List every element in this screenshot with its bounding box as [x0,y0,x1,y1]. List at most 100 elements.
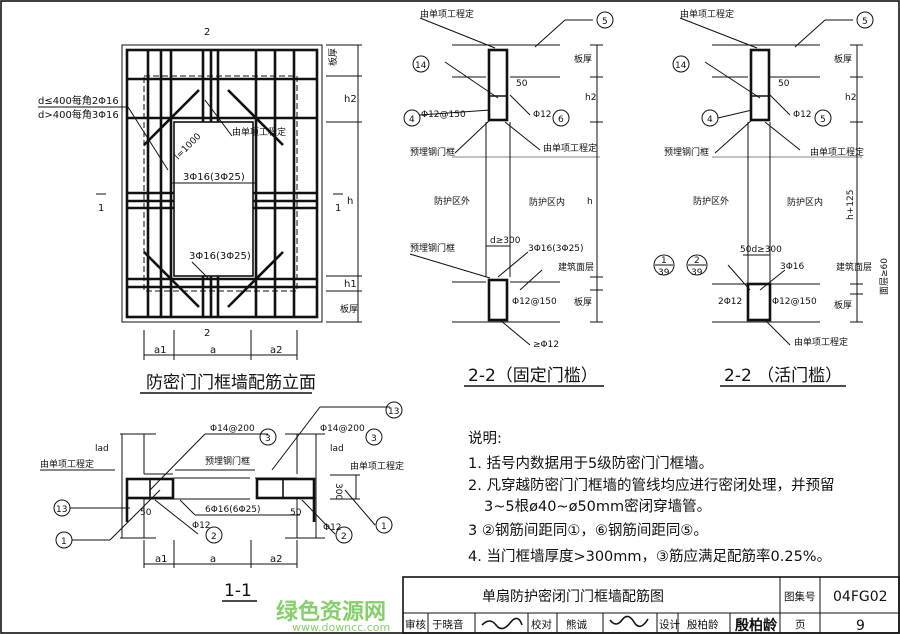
section-mark-top: 2 [204,27,210,38]
by-project-mid: 由单项工程定 [810,146,864,158]
elevation-title: 防密门门框墙配筋立面 [146,373,316,393]
leader-lines [38,99,256,281]
rebar-3-left: Φ14@200 [210,424,255,434]
vertical-bars [146,50,296,317]
by-project-right: 由单项工程定 [350,460,404,472]
watermark-url: www.downcc.com [292,621,390,634]
dim-slab-top: 板厚 [327,48,339,66]
lad-right: lad [330,444,344,454]
rebar-cage [125,48,319,319]
section-mark-right: 1 [335,203,341,214]
dim-300: 300 [333,483,343,500]
dim-slab-bottom: 板厚 [834,299,852,311]
note-4: 4. 当门框墙厚度>300mm，③筋应满足配筋率0.25%。 [468,547,831,565]
sill-rebar: 3Φ16 [780,262,805,272]
dim-50: 50 [778,79,790,89]
reviewer-name: 于晓音 [432,618,464,631]
finish-label: 建筑面层 [836,261,872,273]
frame-dashed [143,75,298,292]
section-active-title: 2-2 （活门槛） [724,366,842,386]
by-project-top: 由单项工程定 [680,8,734,20]
diag-length: l=1000 [173,132,204,163]
reviewer-signature [481,617,523,630]
outside-label: 防护区外 [693,195,729,207]
ref1-bottom: 39 [658,268,670,278]
lintel-beam [487,48,509,122]
by-project-mid: 由单项工程定 [543,142,597,154]
embedded-frame-bottom: 预埋钢门框 [410,242,455,254]
mark-14: 14 [675,61,687,71]
section-fixed-title: 2-2（固定门槛） [468,366,598,386]
dim-d: 50d≥300 [740,245,782,255]
note-2b: 3~5根ø40~ø50mm密闭穿墙管。 [484,498,711,515]
mark-3-left: 3 [265,434,271,444]
finish-label: 建筑面层 [558,261,594,273]
design-label: 设计 [659,618,680,631]
watermark-logo: 绿色资源网 [276,599,386,625]
dimension-right [326,44,362,323]
designer-name: 殷柏龄 [687,618,719,631]
dim-d: d≥300 [490,236,521,246]
corner-rebar-small: d≤400每角2Φ16 [38,94,119,107]
dim-a2: a2 [270,554,283,565]
ref2-bottom: 39 [691,268,703,278]
checker-signature [609,615,649,628]
by-project-left: 由单项工程定 [40,458,94,470]
stirrup-bottom: Φ12@150 [512,297,557,307]
note-3: 3 ②钢筋间距同①，⑥钢筋间距同⑤。 [468,522,708,539]
bar-phi12-left: Φ12 [192,521,211,531]
sill-rebar: 3Φ16(3Φ25) [528,244,584,254]
right-jamb-cage [255,477,316,500]
dim-h1: h1 [344,279,357,290]
door-opening [173,121,254,277]
inside-label: 防护区内 [529,196,565,208]
page-label: 页 [795,619,806,631]
dim-a2: a2 [270,345,283,356]
horizontal-bars [127,77,317,289]
atlas-number: 04FG02 [833,589,888,605]
dim-h2: h2 [344,94,357,105]
dim-h: h [587,197,593,207]
diagonal-bars [143,89,284,308]
dim-60: 面层≥60 [879,258,890,295]
dim-slab-bottom: 板厚 [574,296,592,308]
mark-5: 5 [862,17,868,27]
by-project-bottom: 由单项工程定 [794,336,848,348]
section-plan-1-1: lad lad 由单项工程定 由单项工程定 Φ14@200 Φ14@200 3 … [40,401,404,602]
dim-h: h [347,196,353,207]
bar-phi12: Φ12 [793,110,812,120]
mark-2-right: 2 [341,532,347,542]
designer-signature: 殷柏龄 [735,617,778,634]
ref2-top: 2 [694,256,700,266]
mark-6: 6 [558,115,564,125]
drawing-title: 单扇防护密闭门门框墙配筋图 [482,588,664,605]
outside-label: 防护区外 [434,195,470,207]
dim-h2: h2 [585,93,596,103]
mark-4: 4 [707,115,713,125]
dim-slab-top: 板厚 [834,53,852,65]
wall-outline [121,44,323,323]
mark-13-left: 13 [56,505,67,515]
top-rebar-label: 3Φ16(3Φ25) [183,172,245,183]
atlas-label: 图集号 [784,590,816,603]
page-number: 9 [856,618,865,634]
section-mark-bottom: 2 [204,328,210,339]
elevation-view: 2 2 1 1 d≤400每角2Φ16 d>400每角3Φ16 l=1000 由… [38,27,362,394]
title-block: 单扇防护密闭门门框墙配筋图 图集号 04FG02 审核 于晓音 校对 熊诚 设计… [402,576,900,634]
dimension-fixed [409,17,603,346]
notes-heading: 说明: [468,430,502,447]
note-2: 2. 凡穿越防密门门框墙的管线均应进行密闭处理，并预留 [468,476,834,494]
stirrup-label: Φ12@150 [421,110,466,120]
section-mark-left: 1 [98,203,104,214]
dim-a: a [210,345,216,356]
sill-beam [487,278,509,322]
checker-name: 熊诚 [566,618,587,631]
main-rebar: 6Φ16(6Φ25) [205,505,261,515]
notes: 说明: 1. 括号内数据用于5级防密门门框墙。 2. 凡穿越防密门门框墙的管线均… [468,430,834,565]
dim-a1: a1 [154,345,167,356]
embedded-frame: 预埋钢门框 [205,455,250,467]
section-plan-title: 1-1 [224,581,252,601]
mark-2-left: 2 [211,532,217,542]
section-active-sill: 由单项工程定 5 14 4 5 Φ12 50 预埋钢门框 由单项工程定 防护区外… [653,8,890,387]
